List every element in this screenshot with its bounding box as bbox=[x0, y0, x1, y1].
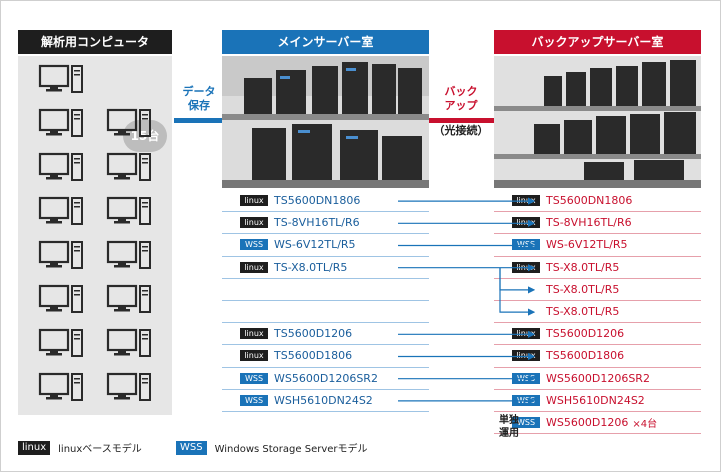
main-server-photo bbox=[222, 56, 429, 188]
model-name: TS5600D1206 bbox=[274, 327, 353, 341]
tag-spacer bbox=[240, 306, 268, 317]
main-row: linux TS5600D1806 bbox=[222, 345, 429, 368]
linux-tag: linux bbox=[512, 350, 540, 362]
backup-row: linux TS-X8.0TL/R5 bbox=[494, 257, 701, 279]
legend-wss: WSS Windows Storage Serverモデル bbox=[176, 440, 368, 455]
main-row: linux TS-8VH16TL/R6 bbox=[222, 212, 429, 235]
backup-row: WSS WS5600D1206SR2 bbox=[494, 368, 701, 390]
backup-label: バック アップ bbox=[444, 85, 478, 112]
legend-wss-tag: WSS bbox=[176, 440, 207, 455]
model-name: TS5600D1806 bbox=[274, 349, 353, 363]
computer-icon bbox=[38, 284, 83, 313]
main-row: linux TS-X8.0TL/R5 bbox=[222, 257, 429, 279]
model-name: TS-X8.0TL/R5 bbox=[546, 260, 620, 274]
model-name: TS5600D1206 bbox=[546, 327, 625, 341]
wss-tag: WSS bbox=[512, 416, 540, 428]
backup-row: WSS WSH5610DN24S2 bbox=[494, 390, 701, 412]
linux-tag: linux bbox=[240, 350, 268, 362]
backup-row: linux TS5600D1206 bbox=[494, 323, 701, 346]
main-row: WSS WS-6V12TL/R5 bbox=[222, 234, 429, 257]
model-name: WS-6V12TL/R5 bbox=[546, 238, 628, 252]
model-name: WSH5610DN24S2 bbox=[546, 393, 645, 407]
model-name: WS5600D1206SR2 bbox=[274, 371, 378, 385]
data-save-link-band bbox=[174, 118, 222, 123]
computer-icon bbox=[38, 64, 83, 93]
tag-spacer bbox=[240, 284, 268, 295]
backup-row: TS-X8.0TL/R5 bbox=[494, 279, 701, 301]
computer-icon bbox=[106, 108, 151, 137]
computer-icon bbox=[38, 372, 83, 401]
backup-row: WSS WS5600D1206×4台 bbox=[494, 412, 701, 435]
computer-icon bbox=[38, 108, 83, 137]
linux-tag: linux bbox=[512, 195, 540, 207]
backup-row: linux TS5600DN1806 bbox=[494, 190, 701, 213]
linux-tag: linux bbox=[512, 217, 540, 229]
wss-tag: WSS bbox=[240, 372, 268, 384]
model-name: WS-6V12TL/R5 bbox=[274, 238, 356, 252]
main-row: linux TS5600DN1806 bbox=[222, 190, 429, 213]
legend-linux-tag: linux bbox=[18, 440, 51, 455]
linux-tag: linux bbox=[240, 195, 268, 207]
model-name: WSH5610DN24S2 bbox=[274, 393, 373, 407]
linux-tag: linux bbox=[240, 328, 268, 340]
model-name: TS5600DN1806 bbox=[274, 194, 361, 208]
backup-link-band bbox=[429, 118, 494, 123]
model-name: WS5600D1206SR2 bbox=[546, 371, 650, 385]
main-row bbox=[222, 279, 429, 301]
computer-icon bbox=[106, 328, 151, 357]
computer-icon bbox=[38, 240, 83, 269]
computer-icon bbox=[106, 240, 151, 269]
tag-spacer bbox=[512, 306, 540, 317]
model-name: TS-X8.0TL/R5 bbox=[546, 305, 620, 319]
computer-icon bbox=[106, 196, 151, 225]
main-row bbox=[222, 301, 429, 324]
linux-tag: linux bbox=[240, 261, 268, 273]
computer-icon bbox=[38, 152, 83, 181]
main-row: linux TS5600D1206 bbox=[222, 323, 429, 346]
backup-row: linux TS5600D1806 bbox=[494, 345, 701, 368]
backup-server-photo bbox=[494, 56, 701, 188]
client-header: 解析用コンピュータ bbox=[18, 30, 172, 54]
model-name: TS-X8.0TL/R5 bbox=[274, 260, 348, 274]
model-name: TS-8VH16TL/R6 bbox=[274, 216, 360, 230]
main-row: WSS WS5600D1206SR2 bbox=[222, 368, 429, 390]
legend-linux: linux linuxベースモデル bbox=[18, 440, 142, 455]
legend-wss-text: Windows Storage Serverモデル bbox=[214, 444, 368, 455]
wss-tag: WSS bbox=[512, 239, 540, 251]
backup-row: linux TS-8VH16TL/R6 bbox=[494, 212, 701, 235]
linux-tag: linux bbox=[512, 261, 540, 273]
legend-linux-text: linuxベースモデル bbox=[58, 444, 142, 455]
backup-server-header: バックアップサーバー室 bbox=[494, 30, 701, 54]
computer-icon bbox=[106, 284, 151, 313]
backup-row: TS-X8.0TL/R5 bbox=[494, 301, 701, 324]
main-row: WSS WSH5610DN24S2 bbox=[222, 390, 429, 412]
tag-spacer bbox=[512, 284, 540, 295]
model-name: TS-X8.0TL/R5 bbox=[546, 282, 620, 296]
client-computer-area: 15台 bbox=[18, 56, 172, 415]
backup-row: WSS WS-6V12TL/R5 bbox=[494, 234, 701, 257]
wss-tag: WSS bbox=[240, 239, 268, 251]
model-name: TS5600D1806 bbox=[546, 349, 625, 363]
wss-tag: WSS bbox=[240, 394, 268, 406]
linux-tag: linux bbox=[512, 328, 540, 340]
computer-icon bbox=[38, 196, 83, 225]
linux-tag: linux bbox=[240, 217, 268, 229]
model-name: TS-8VH16TL/R6 bbox=[546, 216, 632, 230]
computer-icon bbox=[106, 372, 151, 401]
unit-count: ×4台 bbox=[632, 418, 658, 430]
model-name: WS5600D1206 bbox=[546, 415, 629, 429]
wss-tag: WSS bbox=[512, 394, 540, 406]
data-save-label: データ 保存 bbox=[182, 85, 216, 112]
optical-connection-label: （光接続） bbox=[433, 124, 489, 137]
single-operation-label: 単独 運用 bbox=[499, 415, 519, 439]
computer-icon bbox=[106, 152, 151, 181]
model-name: TS5600DN1806 bbox=[546, 194, 633, 208]
main-server-header: メインサーバー室 bbox=[222, 30, 429, 54]
wss-tag: WSS bbox=[512, 372, 540, 384]
computer-icon bbox=[38, 328, 83, 357]
